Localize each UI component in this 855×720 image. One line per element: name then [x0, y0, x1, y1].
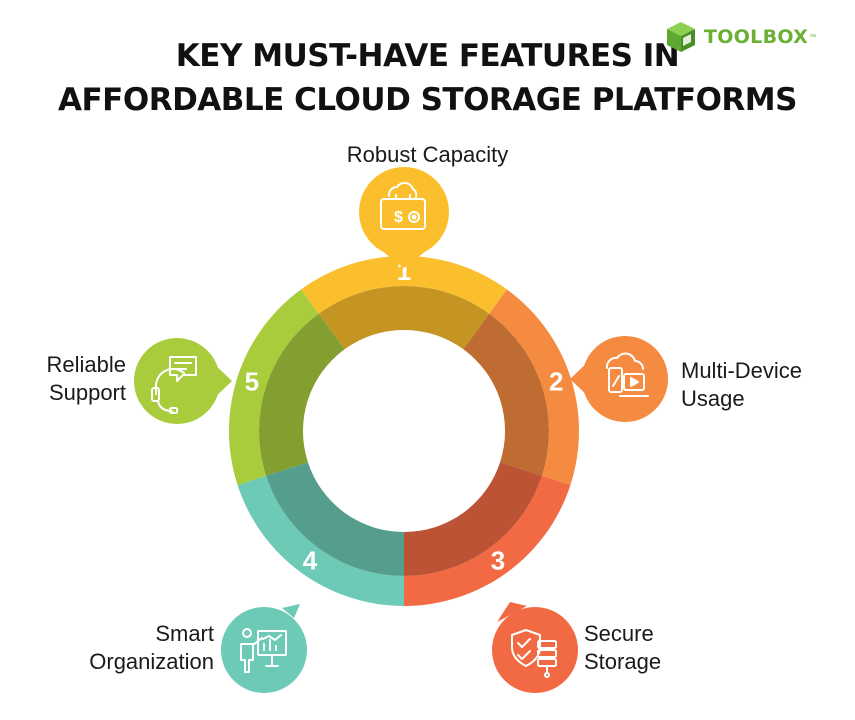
ring-segment-3-inner: [404, 462, 542, 576]
ring-segment-2-inner: [463, 313, 549, 476]
svg-text:$: $: [394, 209, 403, 226]
feature-3-label-line-1: Secure: [584, 621, 654, 646]
feature-4-label-line-1: Smart: [155, 621, 214, 646]
cube-logo-icon: [667, 22, 695, 52]
cloud-devices-icon: [605, 352, 649, 397]
ring-number-2: 2: [549, 367, 563, 397]
feature-2-label-line-2: Usage: [681, 386, 745, 411]
ring-segment-4-inner: [266, 462, 404, 576]
feature-3-label-line-2: Storage: [584, 649, 662, 674]
ring-segment-3-outer: [404, 475, 571, 606]
feature-2-label-line-1: Multi-Device: [681, 358, 803, 383]
ring-segment-5-inner: [259, 313, 345, 476]
feature-3-label: Secure Storage: [584, 620, 661, 676]
feature-1-bubble: $: [359, 167, 449, 268]
feature-4-bubble: [221, 604, 307, 693]
ring-number-5: 5: [245, 367, 259, 397]
feature-2-bubble: [570, 336, 668, 422]
ring-segment-1-inner: [318, 286, 490, 350]
feature-3-bubble: [492, 602, 578, 693]
ring-segment-4-outer: [237, 475, 404, 606]
feature-5-label: Reliable Support: [0, 351, 127, 407]
feature-5-label-line-1: Reliable: [46, 352, 127, 377]
ring-segment-1-outer: [301, 255, 507, 314]
ring-number-3: 3: [491, 545, 505, 575]
feature-5-label-line-2: Support: [48, 380, 126, 405]
page-title-line-2: AFFORDABLE CLOUD STORAGE PLATFORMS: [58, 82, 797, 118]
feature-2-label: Multi-Device Usage: [681, 357, 802, 413]
logo-trademark: ™: [809, 33, 817, 41]
ring-segment-2-outer: [489, 289, 579, 486]
ring-number-4: 4: [303, 545, 318, 575]
headset-chat-icon: [151, 356, 197, 414]
feature-4-label-line-2: Organization: [89, 649, 214, 674]
feature-1-label: Robust Capacity: [346, 142, 509, 167]
shield-database-icon: [511, 629, 557, 678]
feature-4-label: Smart Organization: [0, 620, 214, 676]
ring-segment-5-outer: [229, 289, 319, 486]
cloud-briefcase-dollar-icon: $: [380, 182, 426, 230]
logo-text: TOOLBOX: [704, 26, 809, 48]
feature-5-bubble: [134, 338, 232, 424]
page-title-line-1: KEY MUST-HAVE FEATURES IN: [175, 38, 680, 74]
presentation-board-icon: [240, 628, 287, 673]
